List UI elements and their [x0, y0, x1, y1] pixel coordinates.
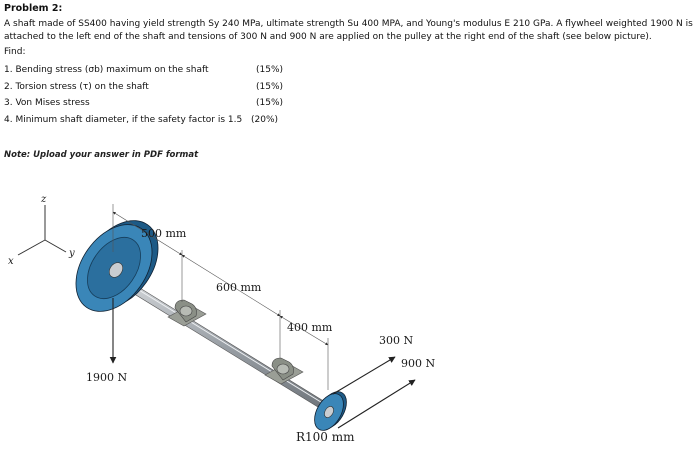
question-weight: (20%): [251, 114, 279, 125]
shaft-figure: z y x: [8, 194, 435, 444]
question-list: 1. Bending stress (σb) maximum on the sh…: [4, 62, 696, 128]
bearing-right: [264, 357, 304, 385]
y-axis-label: y: [68, 248, 75, 259]
coordinate-axes: z y x: [8, 194, 75, 267]
z-axis-label: z: [40, 194, 47, 205]
pulley: [314, 391, 347, 431]
dimension-600-label: 600 mm: [216, 281, 262, 294]
upload-note: Note: Upload your answer in PDF format: [4, 150, 199, 160]
question-item: 3. Von Mises stress (15%): [4, 95, 696, 112]
question-text: 2. Torsion stress (τ) on the shaft: [4, 81, 149, 92]
find-label: Find:: [4, 47, 26, 57]
dimension-lines: [112, 204, 329, 390]
load-300-label: 300 N: [379, 334, 413, 347]
question-text: 4. Minimum shaft diameter, if the safety…: [4, 114, 243, 125]
shaft: [117, 276, 331, 413]
pulley-radius-label: R100 mm: [296, 430, 355, 444]
question-item: 1. Bending stress (σb) maximum on the sh…: [4, 62, 696, 79]
problem-statement: A shaft made of SS400 having yield stren…: [4, 19, 693, 42]
question-item: 4. Minimum shaft diameter, if the safety…: [4, 112, 696, 129]
x-axis-label: x: [8, 256, 14, 267]
x-axis-line: [17, 239, 46, 256]
load-900-label: 900 N: [401, 357, 435, 370]
question-weight: (15%): [256, 98, 284, 108]
dimension-400-label: 400 mm: [287, 321, 333, 334]
tension-arrow-900: [337, 379, 416, 429]
y-axis-line: [44, 239, 67, 253]
question-item: 2. Torsion stress (τ) on the shaft (15%): [4, 79, 696, 96]
question-text: 1. Bending stress (σb) maximum on the sh…: [4, 65, 209, 75]
problem-title: Problem 2:: [4, 3, 63, 14]
tension-arrow-300: [332, 356, 396, 395]
problem-document: Problem 2: A shaft made of SS400 having …: [4, 2, 696, 128]
question-weight: (15%): [256, 81, 284, 92]
question-text: 3. Von Mises stress: [4, 98, 90, 108]
belt-tensions: [332, 356, 416, 429]
load-1900-label: 1900 N: [86, 371, 127, 384]
question-weight: (15%): [256, 65, 284, 75]
dimension-500-label: 500 mm: [141, 227, 187, 240]
